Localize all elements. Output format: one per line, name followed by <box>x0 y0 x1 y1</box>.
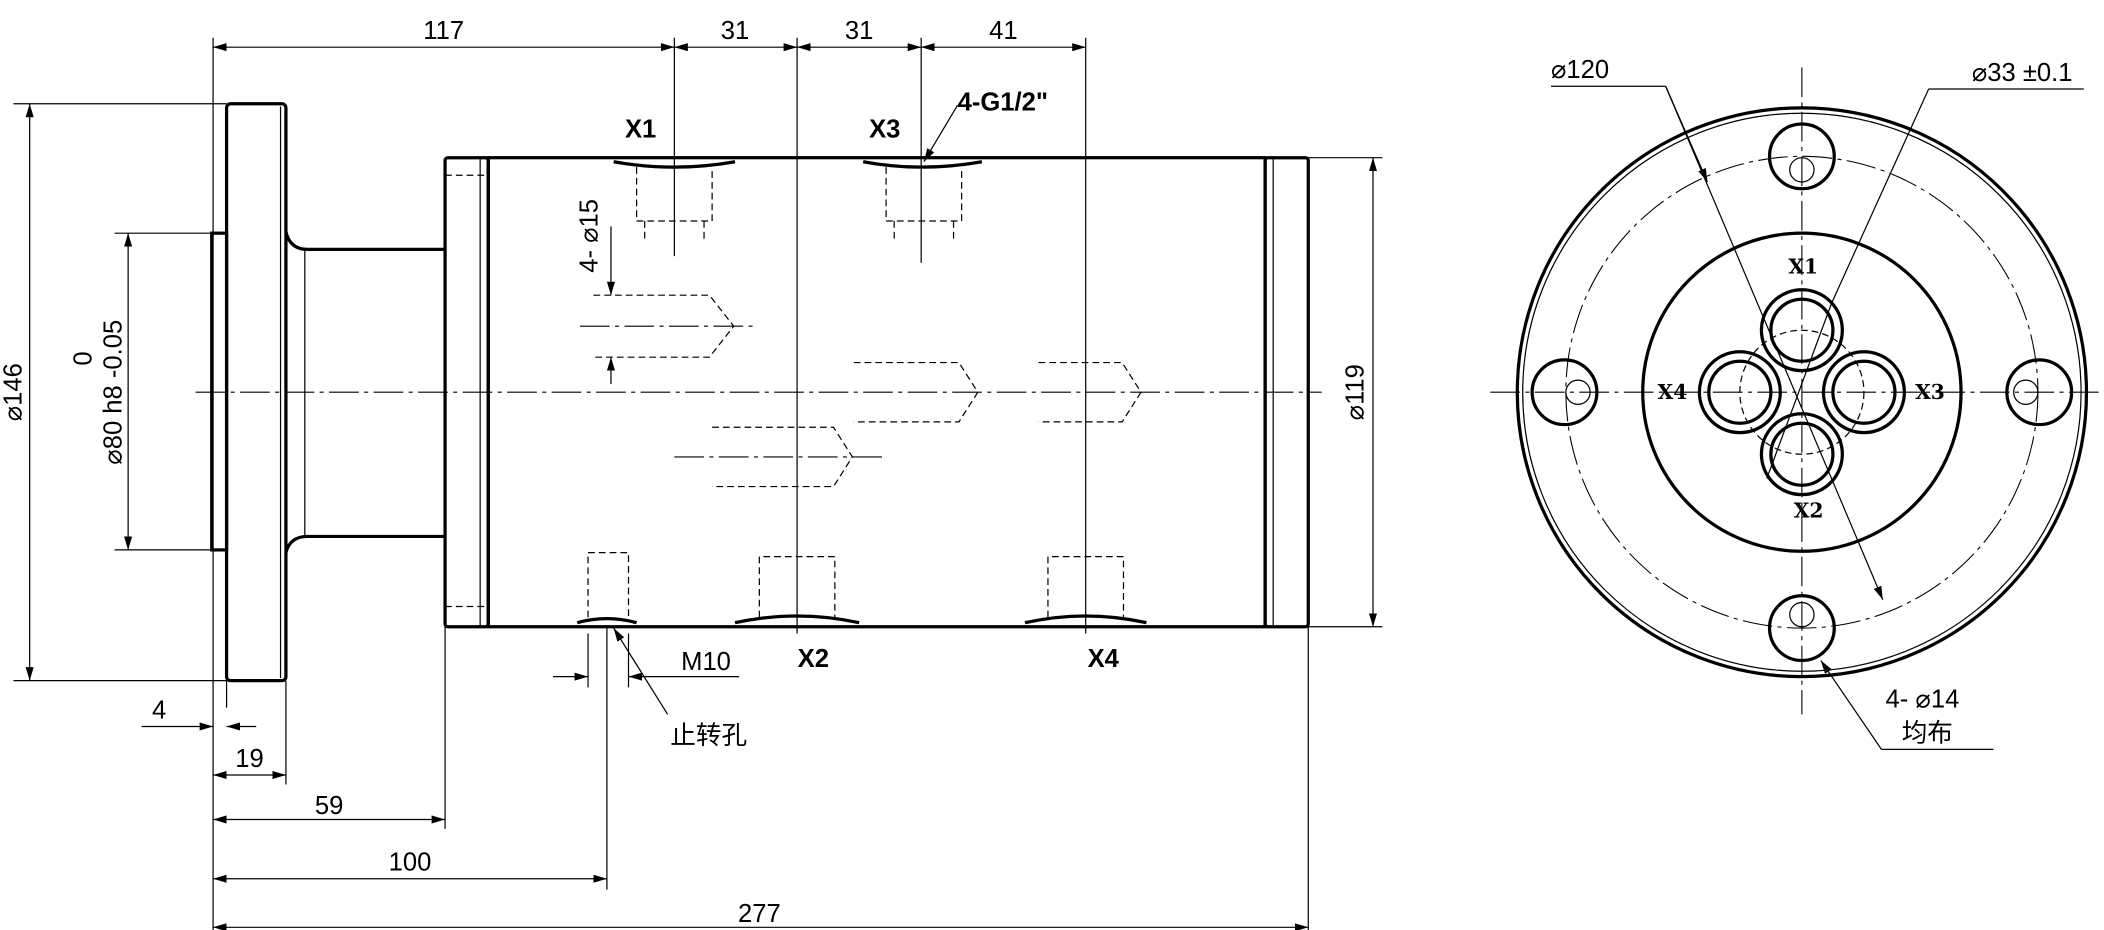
dim-dia-146: ⌀146 <box>0 363 28 421</box>
dim-31b: 31 <box>845 17 874 45</box>
dim-pcd-120: ⌀120 <box>1551 56 1609 84</box>
dim-4: 4 <box>152 696 166 724</box>
dim-19: 19 <box>235 745 264 773</box>
dim-port-dia: 4- ⌀15 <box>575 199 603 273</box>
dim-dia-80: ⌀80 h8 -0.05 <box>99 320 127 465</box>
dim-41: 41 <box>989 17 1018 45</box>
dim-117: 117 <box>423 17 464 45</box>
dim-100: 100 <box>389 849 432 877</box>
port-label-x1: X1 <box>625 115 656 143</box>
port-label-x2: X2 <box>798 645 829 673</box>
dim-tol-upper: 0 <box>70 351 98 365</box>
port-label-x3: X3 <box>869 115 900 143</box>
anti-rotation-label: 止转孔 <box>670 721 747 750</box>
end-view: ⌀120 ⌀33 ±0.1 4- ⌀14 均布 X1 X2 X3 X4 <box>1490 56 2104 750</box>
end-port-x3: X3 <box>1915 380 1945 404</box>
port-label-x4: X4 <box>1088 645 1120 673</box>
dim-port-spacing-33: ⌀33 ±0.1 <box>1972 59 2073 87</box>
thread-callout: 4-G1/2" <box>958 89 1048 117</box>
end-port-x4: X4 <box>1658 380 1688 404</box>
end-port-x1: X1 <box>1788 255 1818 279</box>
end-port-x2: X2 <box>1794 499 1824 523</box>
dim-59: 59 <box>315 792 344 820</box>
dim-dia-119: ⌀119 <box>1342 364 1370 420</box>
thread-m10: M10 <box>681 648 731 676</box>
side-view: 117 31 31 41 4 19 59 100 277 ⌀146 ⌀80 h8… <box>0 17 1383 930</box>
dim-277: 277 <box>738 900 781 928</box>
dim-31a: 31 <box>721 17 750 45</box>
bolt-holes-callout: 4- ⌀14 <box>1886 686 1960 714</box>
bolt-holes-note: 均布 <box>1902 718 1953 747</box>
